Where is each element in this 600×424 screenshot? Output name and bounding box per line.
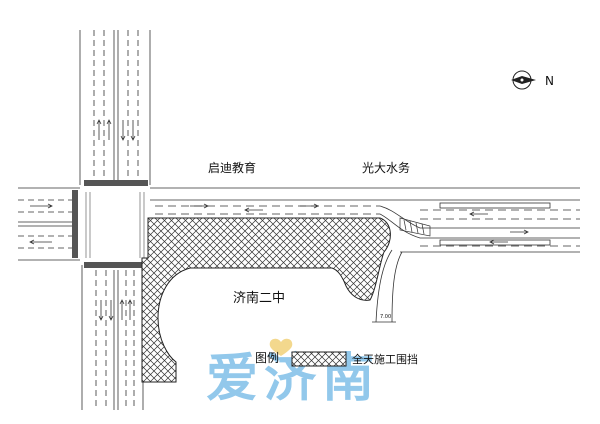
west-road (18, 187, 80, 261)
crosswalks (85, 192, 145, 258)
lane-arrows-vertical (96, 119, 136, 321)
label-jinan-no2-school: 济南二中 (233, 290, 285, 306)
label-guangda-water: 光大水务 (362, 160, 410, 175)
label-qidi-education: 启迪教育 (208, 160, 256, 175)
stop-bars (84, 180, 148, 268)
lane-arrows-east (190, 203, 529, 245)
north-letter: N (545, 74, 554, 88)
north-arrow-icon (511, 70, 536, 90)
channelization (399, 217, 431, 237)
dimension-label: 7.00 (380, 314, 391, 320)
construction-enclosure (141, 217, 391, 383)
side-road-south (372, 249, 403, 323)
legend-title: 图例 (255, 351, 279, 365)
east-road (150, 187, 580, 253)
vertical-road (79, 30, 151, 410)
west-stop-bar (72, 190, 78, 258)
legend-swatch (291, 351, 347, 367)
legend-item-label: 全天施工围挡 (352, 352, 418, 366)
watermark: 爱济南 (206, 338, 374, 409)
heart-icon (269, 338, 293, 356)
